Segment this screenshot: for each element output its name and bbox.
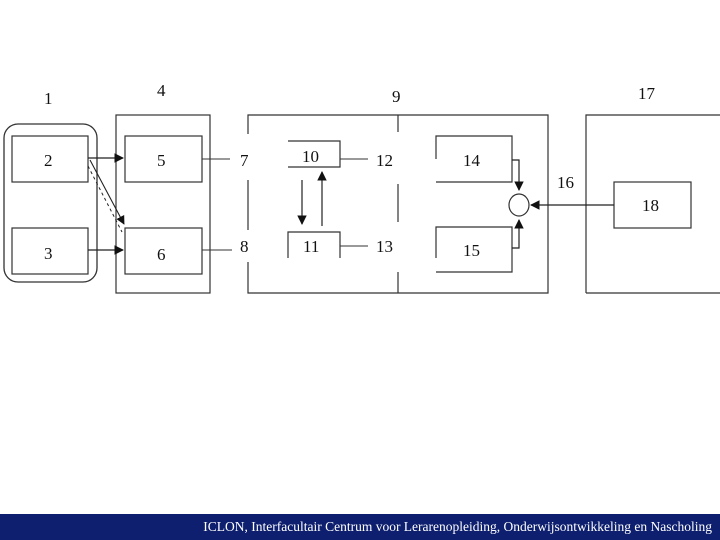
label-13: 13 <box>376 237 393 256</box>
footer-text: ICLON, Interfacultair Centrum voor Lerar… <box>203 519 712 534</box>
group-1-frame <box>3 123 98 283</box>
arrow-2-to-6-dashed <box>87 165 123 233</box>
arrow-15-to-node <box>512 219 524 249</box>
label-18: 18 <box>642 196 659 215</box>
box-10 <box>288 140 341 168</box>
arrow-14-to-node <box>512 159 524 191</box>
arrow-2-to-6-solid <box>89 159 125 225</box>
label-4: 4 <box>157 81 166 100</box>
label-7: 7 <box>240 151 249 170</box>
summation-node <box>508 193 530 217</box>
label-5: 5 <box>157 151 166 170</box>
group-17-frame <box>585 114 720 293</box>
box-3 <box>11 227 89 275</box>
label-9: 9 <box>392 87 401 106</box>
label-12: 12 <box>376 151 393 170</box>
label-6: 6 <box>157 245 166 264</box>
box-11 <box>287 231 341 258</box>
label-1: 1 <box>44 89 53 108</box>
label-16: 16 <box>557 173 574 192</box>
group-4-frame <box>115 114 211 294</box>
label-10: 10 <box>302 147 319 166</box>
label-14: 14 <box>463 151 481 170</box>
box-15 <box>435 226 513 273</box>
label-3: 3 <box>44 244 53 263</box>
label-15: 15 <box>463 241 480 260</box>
label-17: 17 <box>638 84 656 103</box>
label-8: 8 <box>240 237 249 256</box>
label-2: 2 <box>44 151 53 170</box>
box-14 <box>435 135 513 183</box>
label-11: 11 <box>303 237 319 256</box>
box-6 <box>124 227 203 275</box>
box-2 <box>11 135 89 183</box>
block-diagram: 1 2 3 4 5 6 7 8 9 10 11 12 13 14 15 16 1… <box>3 81 720 294</box>
group-9-frame <box>247 114 549 294</box>
footer-bar: ICLON, Interfacultair Centrum voor Lerar… <box>0 514 720 540</box>
